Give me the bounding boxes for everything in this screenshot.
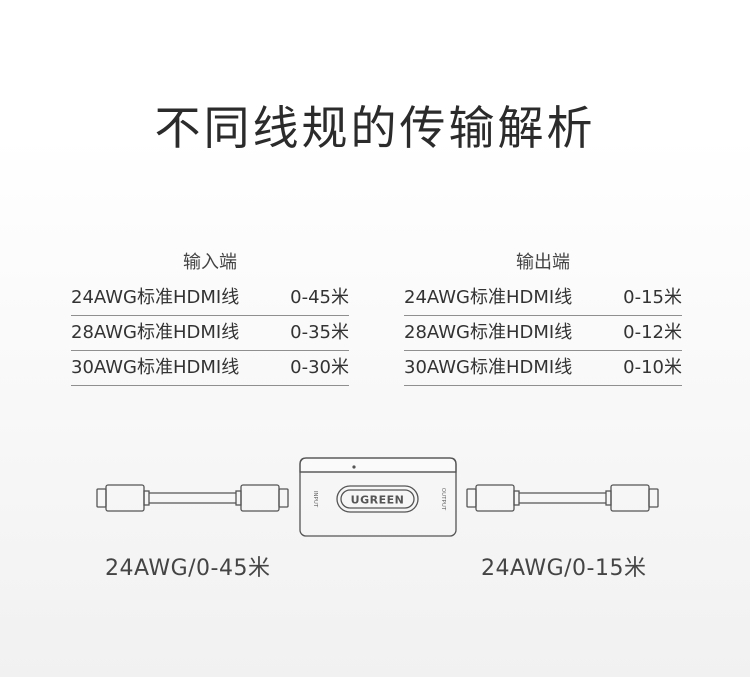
distance-range: 0-45米 (290, 287, 349, 308)
output-spec-table: 输出端 24AWG标准HDMI线 0-15米 28AWG标准HDMI线 0-12… (404, 245, 682, 386)
output-cable-caption: 24AWG/0-15米 (481, 556, 647, 581)
input-spec-table: 输入端 24AWG标准HDMI线 0-45米 28AWG标准HDMI线 0-35… (71, 245, 349, 386)
brand-logo: UGREEN (351, 494, 405, 507)
cable-spec: 28AWG标准HDMI线 (71, 322, 240, 343)
distance-range: 0-10米 (623, 357, 682, 378)
input-cable-caption: 24AWG/0-45米 (105, 556, 271, 581)
cable-spec: 24AWG标准HDMI线 (71, 287, 240, 308)
right-cable-icon (466, 484, 659, 512)
cable-spec: 30AWG标准HDMI线 (404, 357, 573, 378)
cable-spec: 28AWG标准HDMI线 (404, 322, 573, 343)
input-table-header: 输入端 (183, 252, 237, 273)
distance-range: 0-12米 (623, 322, 682, 343)
cable-spec: 24AWG标准HDMI线 (404, 287, 573, 308)
output-table-header: 输出端 (516, 252, 570, 273)
table-row: 24AWG标准HDMI线 0-45米 (71, 281, 349, 316)
output-port-label: OUTPUT (440, 488, 446, 511)
extender-device-icon (299, 457, 457, 537)
table-row: 30AWG标准HDMI线 0-10米 (404, 351, 682, 386)
distance-range: 0-30米 (290, 357, 349, 378)
distance-range: 0-15米 (623, 287, 682, 308)
table-row: 28AWG标准HDMI线 0-35米 (71, 316, 349, 351)
input-port-label: INPUT (312, 491, 318, 508)
distance-range: 0-35米 (290, 322, 349, 343)
hdmi-extender-illustration: UGREEN INPUT OUTPUT (96, 457, 659, 537)
table-row: 28AWG标准HDMI线 0-12米 (404, 316, 682, 351)
table-row: 30AWG标准HDMI线 0-30米 (71, 351, 349, 386)
cable-spec: 30AWG标准HDMI线 (71, 357, 240, 378)
table-row: 24AWG标准HDMI线 0-15米 (404, 281, 682, 316)
page-title: 不同线规的传输解析 (154, 101, 596, 155)
left-cable-icon (96, 484, 289, 512)
